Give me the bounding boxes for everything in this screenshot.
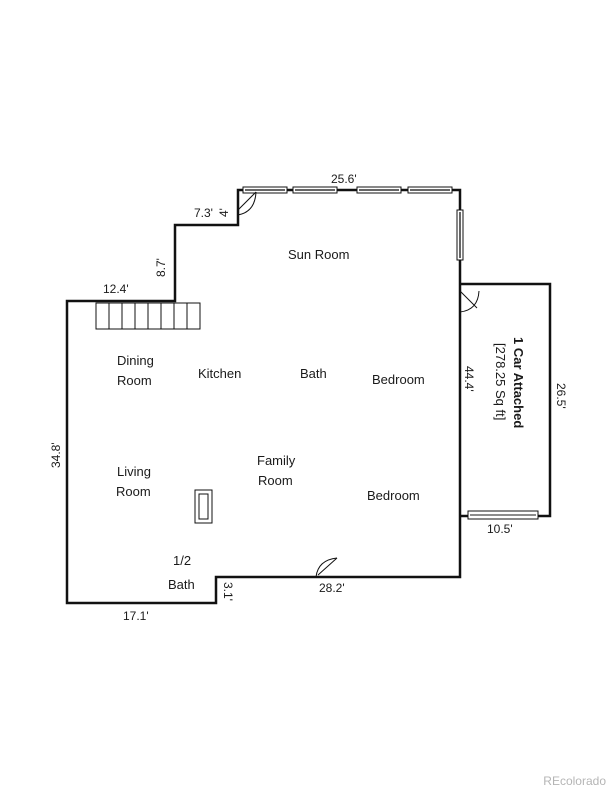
room-label-living-room: Room (116, 484, 151, 499)
dimension-bottom-left: 17.1' (123, 609, 149, 623)
side-window (456, 209, 464, 261)
door-swings (237, 191, 480, 578)
room-label-bedroom-2: Bedroom (367, 488, 420, 503)
dimension-left-upper: 8.7' (154, 258, 168, 277)
dimension-garage-bottom: 10.5' (487, 522, 513, 536)
garage-area: [278.25 Sq ft] (493, 343, 508, 420)
dimension-garage-right: 26.5' (554, 383, 568, 409)
dimension-notch-small: 4' (217, 208, 231, 217)
room-label-half: 1/2 (173, 553, 191, 568)
dimension-right-inner: 44.4' (462, 366, 476, 392)
room-label-dining-room: Room (117, 373, 152, 388)
dimension-bottom-step: 3.1' (221, 582, 235, 601)
room-label-sun-room: Sun Room (288, 247, 349, 262)
room-label-bath: Bath (300, 366, 327, 381)
house-outline (65, 188, 462, 605)
room-label-bedroom-1: Bedroom (372, 372, 425, 387)
room-label-kitchen: Kitchen (198, 366, 241, 381)
watermark: REcolorado (543, 774, 606, 788)
dimension-upper-notch: 7.3' (194, 206, 213, 220)
dimension-top: 25.6' (331, 172, 357, 186)
room-label-family-room: Room (258, 473, 293, 488)
dimension-left-top: 12.4' (103, 282, 129, 296)
room-label-family: Family (257, 453, 296, 468)
top-windows (242, 186, 453, 194)
room-label-living: Living (117, 464, 151, 479)
garage-window (467, 510, 539, 520)
dimension-left-side: 34.8' (49, 442, 63, 468)
room-label-dining: Dining (117, 353, 154, 368)
room-label-half-bath: Bath (168, 577, 195, 592)
stairs (95, 302, 201, 330)
fireplace (194, 489, 213, 524)
garage-title: 1 Car Attached (511, 337, 526, 428)
dimension-bottom-right: 28.2' (319, 581, 345, 595)
